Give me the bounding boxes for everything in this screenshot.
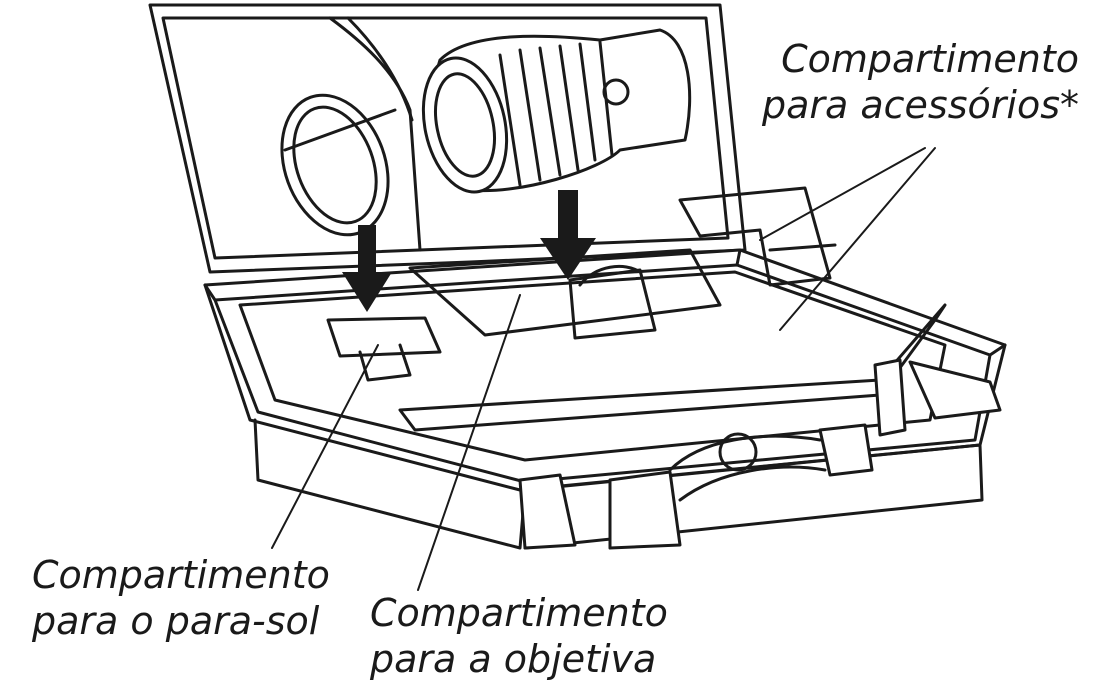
- label-lens-compartment: Compartimento para a objetiva: [370, 590, 668, 682]
- label-accessory-line1: Compartimento: [781, 37, 1079, 81]
- leader-accessory-a: [759, 147, 926, 241]
- lens-hood: [280, 93, 397, 237]
- label-sunshade-line2: para o para-sol: [32, 599, 320, 643]
- arrow-hood-down: [342, 225, 392, 312]
- sunshade-cavity: [326, 316, 442, 358]
- foam-insert: [238, 186, 947, 462]
- label-accessory-line2: para acessórios*: [761, 83, 1079, 127]
- case-latches-and-handle: [518, 358, 1002, 550]
- lens: [421, 28, 692, 194]
- lens-cavity: [408, 248, 722, 337]
- label-lens-line1: Compartimento: [370, 591, 668, 635]
- leader-sunshade: [271, 344, 379, 549]
- accessory-cavity-small: [678, 186, 832, 287]
- label-sunshade-line1: Compartimento: [32, 553, 330, 597]
- leader-accessory-b: [779, 147, 936, 331]
- label-accessory-compartment: Compartimento para acessórios*: [762, 36, 1079, 128]
- insert-arrows: [342, 190, 596, 312]
- arrow-lens-down: [540, 190, 596, 280]
- label-sunshade-compartment: Compartimento para o para-sol: [32, 552, 330, 644]
- label-lens-line2: para a objetiva: [370, 637, 657, 681]
- leader-lines: [271, 147, 936, 591]
- leader-lens: [417, 294, 521, 591]
